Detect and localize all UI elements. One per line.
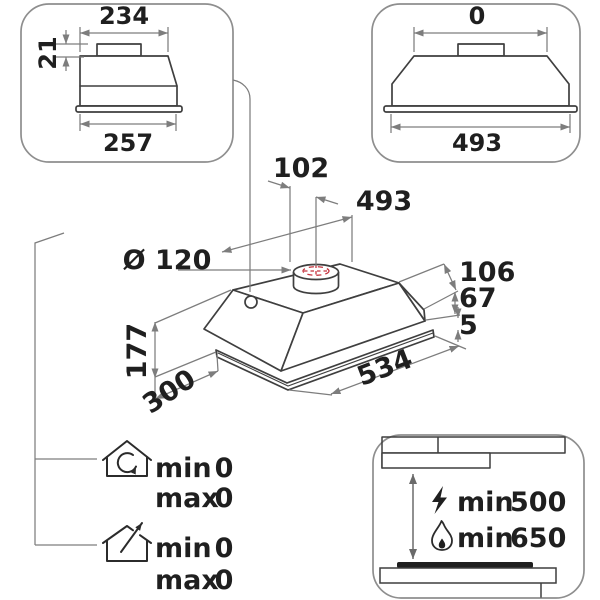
duct-collar [96,43,142,57]
recirc-max-label: max [155,483,219,514]
dim-label-top-width: 0 [469,2,486,30]
front-view-panel: 0 493 [371,2,581,163]
clearance-panel: min 500 min 650 [372,434,585,599]
extension-lines [288,335,467,396]
dim-line-depth [154,370,219,400]
counter [379,567,557,598]
dim-label-collar-height: 21 [34,36,62,69]
duct-center-cross [304,264,328,278]
extract-min-value: 0 [215,533,234,564]
dim-label-mid-section: 67 [459,283,497,314]
extract-max-label: max [155,565,219,596]
electric-clearance-label: min [457,487,514,518]
perspective-view: 102 493 Ø 120 177 300 534 106 67 5 [34,79,515,546]
cable-hole [244,295,258,309]
dim-label-duct-diameter: Ø 120 [123,245,212,276]
house-outline [106,540,148,562]
extraction-arrow-icon [120,522,143,553]
extract-max-value: 0 [215,565,234,596]
built-in-hood [381,452,491,469]
flame-icon [431,520,453,551]
dim-label-height: 177 [122,323,153,379]
dim-label-duct-distance: 493 [356,186,412,217]
panel-border [372,434,585,599]
recirculation-arrow-icon [116,452,137,475]
dim-label-flange: 5 [459,310,478,341]
dim-arrow [315,196,339,205]
dim-arrow [267,180,291,189]
dim-label-bottom-width: 257 [103,129,153,157]
extension-line [216,354,219,372]
hood-flange-side [75,105,183,113]
extract-min-label: min [155,533,212,564]
dim-label-top-width: 234 [99,2,149,30]
duct-collar [457,43,505,57]
extension-lines [289,186,317,266]
dim-label-length: 534 [353,343,417,392]
hood-flange-front [383,105,578,113]
dim-line-duct-distance [221,216,353,253]
house-outline [106,456,148,477]
cooktop-surface [397,562,533,568]
hood-right-face [398,282,426,322]
lightning-icon [432,486,447,514]
hood-body-side [79,55,178,107]
extraction-mode-icon [102,525,152,544]
mode-extraction: min 0 max 0 [102,522,234,596]
duct-center-marking [302,266,330,276]
electric-clearance-value: 500 [510,487,566,518]
recirc-min-value: 0 [215,453,234,484]
recirculation-mode-icon [102,440,152,461]
dim-label-bottom-width: 493 [452,129,502,157]
extension-ticks [56,43,88,58]
gas-clearance-label: min [457,523,514,554]
hood-body-front [391,55,570,107]
recirc-max-value: 0 [215,483,234,514]
dim-label-duct-offset: 102 [273,153,329,184]
recirc-min-label: min [155,453,212,484]
side-view-panel: 234 21 257 [20,2,234,163]
mode-reference-bracket [34,232,97,546]
detail-leader-line [232,79,251,292]
dim-line-length [330,345,460,395]
flame-inner-drop [438,538,446,549]
dim-label-top-section: 106 [459,257,515,288]
gas-clearance-value: 650 [510,523,566,554]
dim-line-top-section [443,263,457,291]
mode-recirculation: min 0 max 0 [102,440,234,514]
